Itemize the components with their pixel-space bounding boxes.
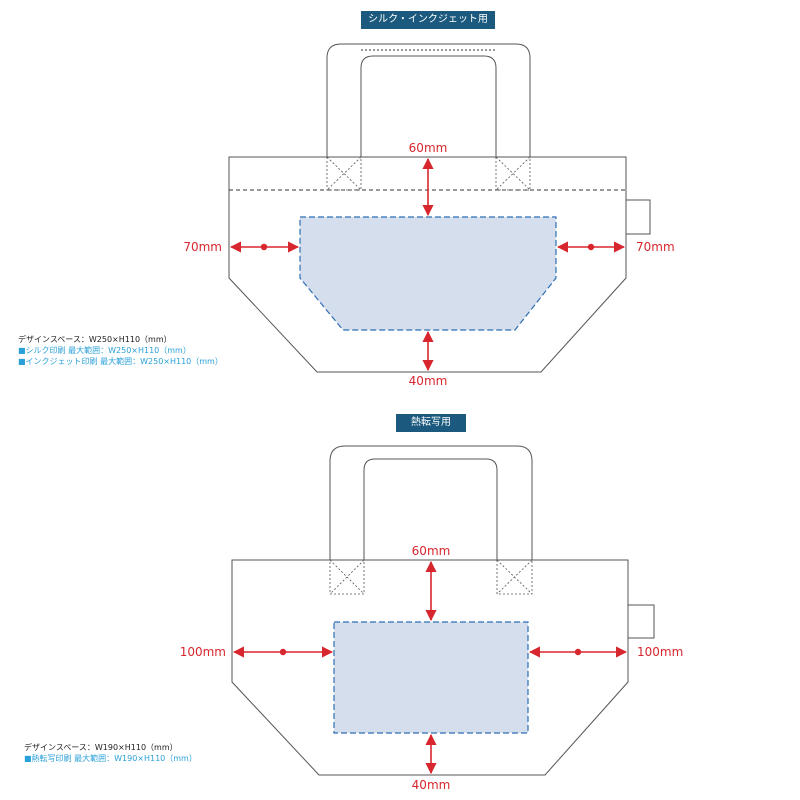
bottom-dim-top-label: 60mm [412, 544, 451, 558]
top-spec-block: デザインスペース：W250×H110（mm） ■シルク印刷 最大範囲：W250×… [18, 334, 223, 367]
bottom-bag-handle-inner [363, 458, 498, 560]
top-dim-left-label: 70mm [183, 240, 222, 254]
top-dim-left-dot [260, 243, 268, 251]
bottom-bag-handle-attach-right [496, 559, 533, 595]
top-bag-handle-attach-right [495, 156, 531, 191]
top-spec-main: デザインスペース：W250×H110（mm） [18, 335, 172, 344]
top-bag-handle [326, 43, 531, 157]
bottom-dim-left-label: 100mm [180, 645, 226, 659]
top-bag-handle-attach-left [326, 156, 362, 191]
silk-inkjet-tag: シルク・インクジェット用 [361, 11, 495, 29]
bottom-print-area [333, 621, 529, 734]
bottom-dim-right-label: 100mm [637, 645, 683, 659]
top-dim-top-label: 60mm [409, 141, 448, 155]
heat-transfer-tag: 熱転写用 [396, 414, 466, 432]
top-dim-right-dot [587, 243, 595, 251]
top-print-area [299, 216, 557, 331]
top-dim-bottom-label: 40mm [409, 374, 448, 388]
top-bag-side-tab [625, 199, 651, 235]
bottom-dim-bottom-label: 40mm [412, 778, 451, 792]
top-spec-inkjet: ■インクジェット印刷 最大範囲：W250×H110（mm） [18, 357, 223, 366]
bottom-spec-block: デザインスペース：W190×H110（mm） ■熱転写印刷 最大範囲：W190×… [24, 742, 197, 764]
bottom-dim-left-dot [279, 648, 287, 656]
bottom-spec-main: デザインスペース：W190×H110（mm） [24, 743, 178, 752]
bottom-bag-side-tab [627, 604, 655, 639]
bottom-bag-handle-attach-left [329, 559, 365, 595]
top-bag: 60mm 70mm 70mm 40mm [183, 43, 675, 388]
bottom-bag: 60mm 100mm 100mm 40mm [180, 445, 683, 792]
top-bag-handle-inner [360, 55, 497, 157]
top-spec-silk: ■シルク印刷 最大範囲：W250×H110（mm） [18, 346, 191, 355]
top-dim-right-label: 70mm [636, 240, 675, 254]
bottom-spec-heat: ■熱転写印刷 最大範囲：W190×H110（mm） [24, 754, 197, 763]
bottom-bag-handle [329, 445, 533, 560]
bottom-dim-right-dot [574, 648, 582, 656]
